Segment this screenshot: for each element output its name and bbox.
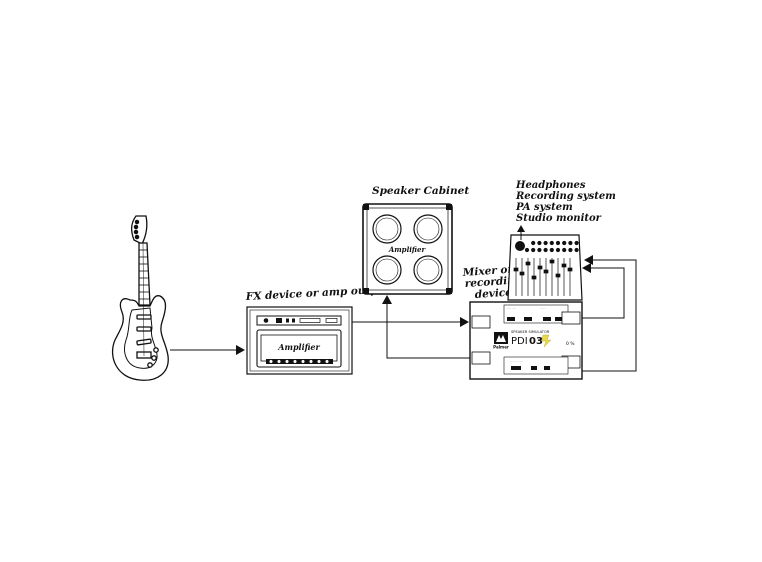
mixer-fader-cap — [537, 265, 543, 270]
mixer-knob — [531, 240, 536, 246]
mixer-console-icon — [507, 234, 583, 301]
mixer-knob — [543, 240, 548, 246]
mixer-knob — [574, 247, 579, 253]
mixer-knob — [531, 247, 536, 253]
mixer-fader-cap — [561, 263, 567, 268]
speaker-cabinet-label: Speaker Cabinet — [372, 185, 469, 197]
mixer-knob — [555, 240, 561, 246]
arrow-guitar-to-fx — [170, 345, 245, 355]
arrow-pdi-to-cabinet — [382, 295, 470, 359]
pdi03-speaker-simulator: ····· ····· ······· Palmer SPEAKER SIMUL… — [469, 301, 583, 380]
mixer-label-line1: Mixer or — [461, 263, 514, 279]
amp-logo: Amplifier — [277, 342, 320, 352]
mixer-fader-cap — [525, 261, 531, 266]
output-recording-system: Recording system — [515, 191, 616, 202]
arrow-pdi-to-mixer — [582, 255, 637, 372]
arrow-fx-to-pdi — [352, 317, 469, 327]
pdi-model-number: 03 — [529, 336, 543, 347]
mixer-knob — [543, 247, 548, 253]
output-studio-monitor: Studio monitor — [516, 213, 602, 224]
pdi-subtitle: SPEAKER SIMULATOR — [511, 330, 550, 334]
mixer-knob — [524, 247, 530, 253]
mixer-label-line2: recording — [464, 274, 522, 290]
mixer-fader-cap — [549, 259, 555, 264]
pdi-side-mark: 0 % — [566, 341, 575, 347]
svg-text:········ ·······: ········ ······· — [510, 360, 523, 363]
mixer-knob — [574, 240, 579, 246]
mixer-knob — [562, 247, 567, 253]
rack-fx-unit-icon — [256, 315, 342, 326]
cabinet-logo: Amplifier — [388, 245, 427, 254]
electric-guitar-icon — [111, 215, 169, 381]
mixer-label-line3: device — [474, 286, 512, 301]
mixer-fader-cap — [543, 269, 549, 274]
svg-text:····· ·····: ····· ····· — [507, 307, 516, 310]
output-pa-system: PA system — [515, 202, 573, 213]
speaker-cabinet-icon: Amplifier — [362, 203, 453, 295]
palmer-logo-icon: Palmer — [493, 332, 509, 350]
mixer-knob — [555, 247, 561, 253]
arrow-mixer-to-outputs — [517, 225, 525, 240]
mixer-knob — [562, 240, 567, 246]
mixer-fader-cap — [567, 267, 573, 272]
output-headphones: Headphones — [515, 180, 586, 191]
mixer-fader-cap — [519, 271, 525, 276]
mixer-knob — [568, 240, 573, 246]
output-destinations-list: Headphones Recording system PA system St… — [515, 180, 616, 224]
mixer-fader-cap — [513, 267, 519, 272]
mixer-fader-cap — [531, 275, 537, 280]
mixer-knob — [568, 247, 573, 253]
mixer-knob — [549, 240, 554, 246]
amplifier-head-icon: Amplifier — [256, 329, 342, 368]
mixer-fader-cap — [555, 273, 561, 278]
svg-text:·······: ······· — [540, 307, 546, 310]
pdi-model-prefix: PDI — [511, 336, 528, 347]
mixer-knob — [537, 247, 542, 253]
mixer-labels: Mixer or recording device — [461, 263, 522, 301]
mixer-knob — [537, 240, 542, 246]
pdi-brand: Palmer — [493, 345, 509, 350]
fx-device-box: Amplifier — [246, 306, 353, 375]
mixer-knob — [549, 247, 554, 253]
